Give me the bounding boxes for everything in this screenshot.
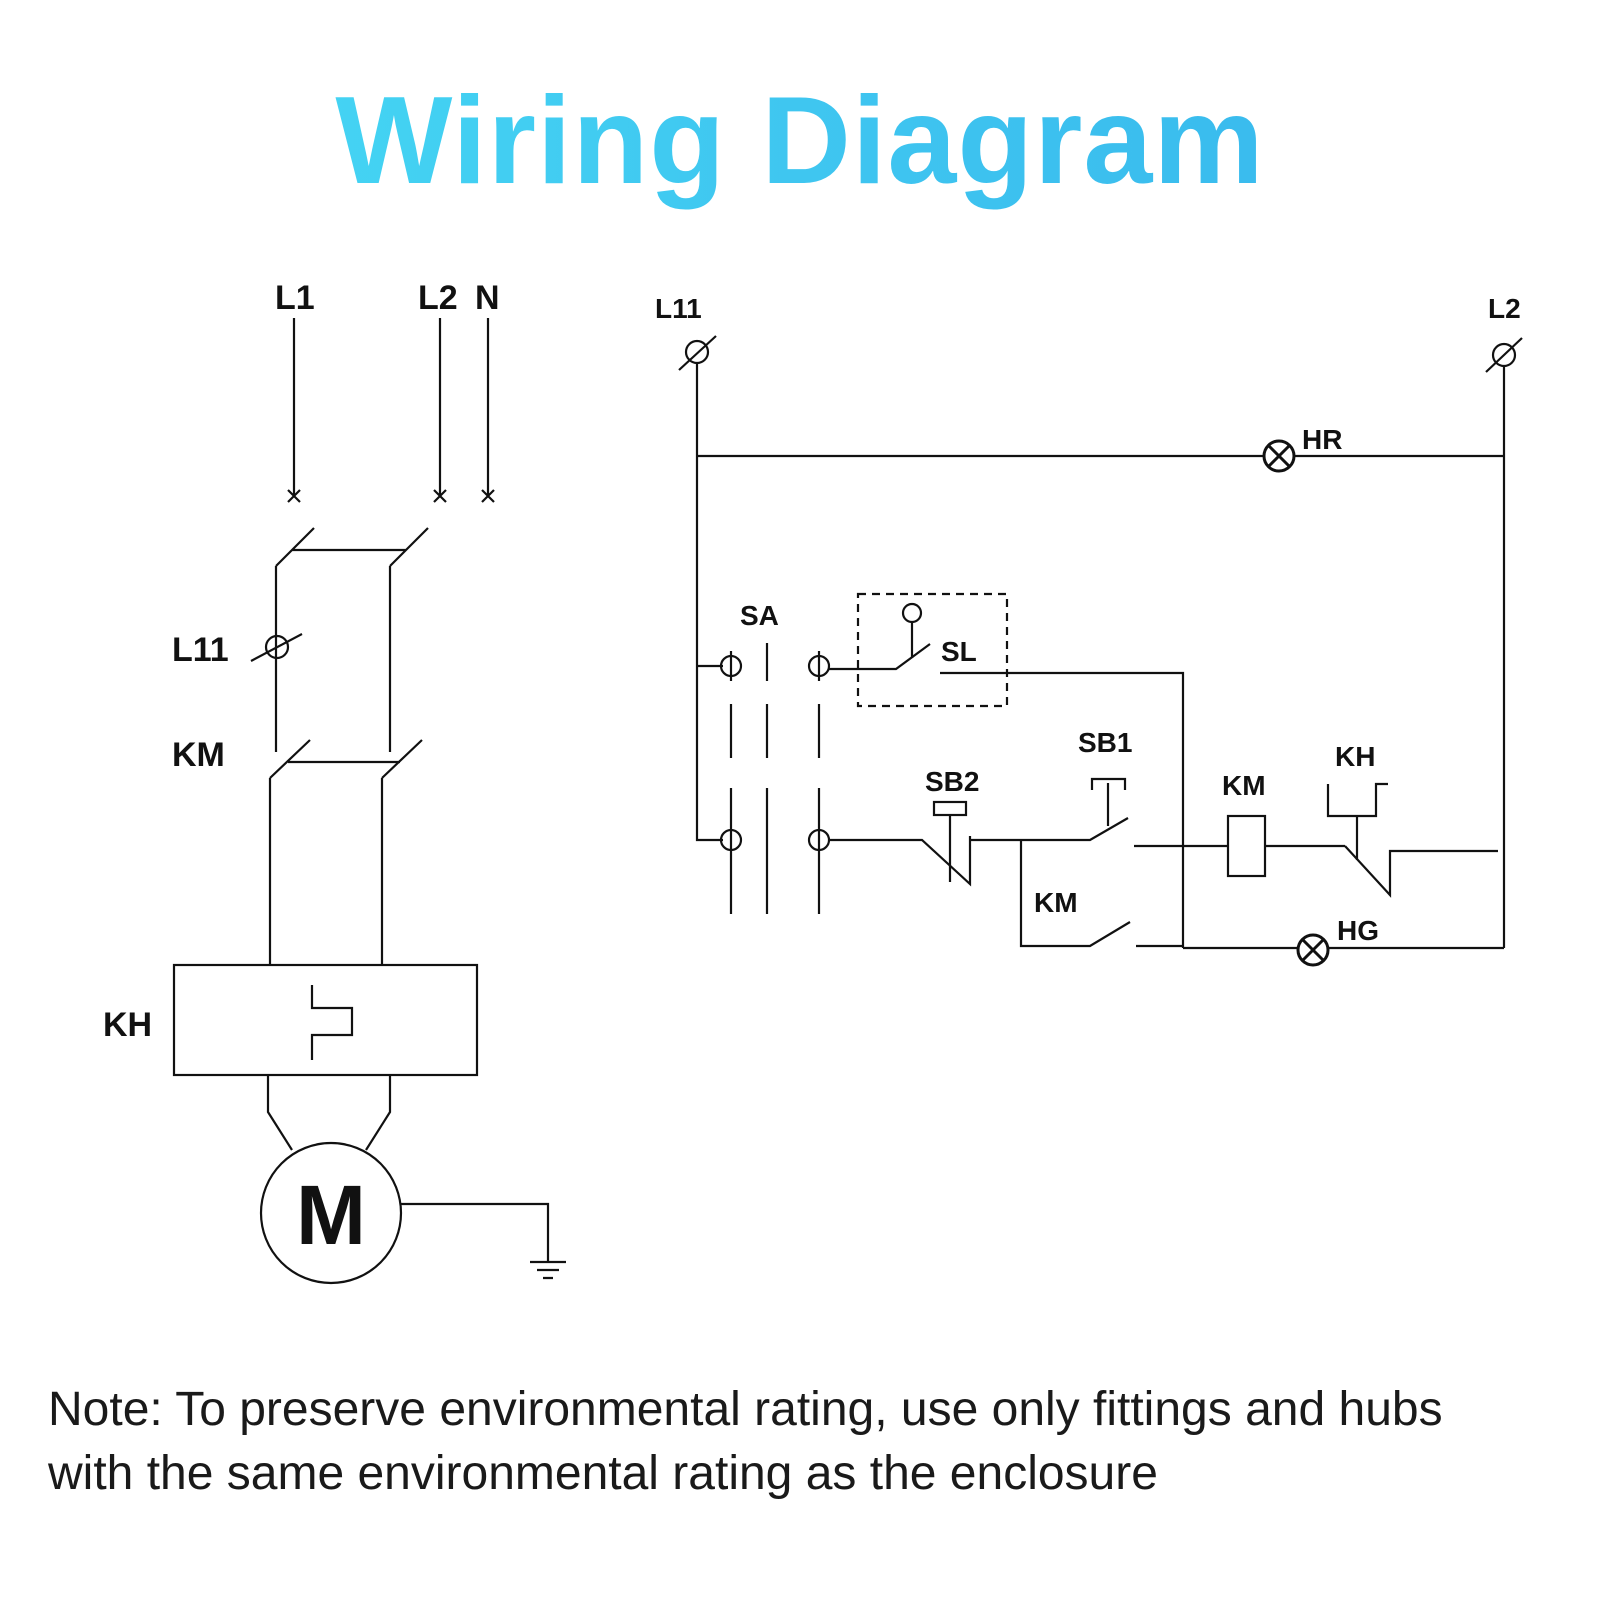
label-coil-km: KM bbox=[1222, 770, 1266, 801]
label-selector-sa: SA bbox=[740, 600, 779, 631]
n-line bbox=[481, 318, 495, 503]
supply-lines bbox=[287, 318, 495, 503]
l1-line bbox=[287, 318, 301, 503]
ground-symbol bbox=[401, 1202, 566, 1280]
label-stop-button-sb2: SB2 bbox=[925, 766, 979, 797]
contactor-coil-km bbox=[1183, 814, 1345, 878]
motor-feed-wiring bbox=[266, 1075, 392, 1151]
label-supply-l11: L11 bbox=[655, 293, 702, 324]
run-lamp-hr bbox=[1262, 439, 1296, 473]
motor-symbol bbox=[259, 1141, 403, 1285]
label-contactor-km: KM bbox=[172, 736, 225, 774]
label-fuse-l11: L11 bbox=[172, 631, 229, 669]
l2-line bbox=[433, 318, 447, 503]
start-button-sb1 bbox=[1021, 777, 1183, 848]
contactor-km-main-contacts bbox=[268, 739, 423, 965]
label-overload-contact-kh: KH bbox=[1335, 741, 1375, 772]
stop-lamp-hg bbox=[1183, 933, 1504, 967]
label-overload-kh: KH bbox=[103, 1006, 152, 1044]
note-line-2: with the same environmental rating as th… bbox=[48, 1447, 1158, 1500]
control-rails bbox=[695, 363, 1506, 948]
label-l1: L1 bbox=[275, 279, 315, 317]
power-wiring-upper bbox=[274, 566, 392, 752]
label-run-lamp-hr: HR bbox=[1302, 424, 1342, 455]
label-level-switch-sl: SL bbox=[941, 636, 977, 667]
overload-contact-kh bbox=[1326, 782, 1498, 898]
auxiliary-contact-km bbox=[1019, 840, 1183, 948]
label-n: N bbox=[475, 279, 500, 317]
fuse-l11-symbol bbox=[250, 633, 303, 662]
overload-relay-kh-box bbox=[172, 963, 479, 1077]
label-start-button-sb1: SB1 bbox=[1078, 727, 1132, 758]
label-stop-lamp-hg: HG bbox=[1337, 915, 1379, 946]
stop-button-sb2 bbox=[829, 800, 1021, 887]
page-title: Wiring Diagram bbox=[0, 66, 1600, 216]
level-switch-sl bbox=[829, 592, 1185, 948]
label-supply-l2: L2 bbox=[1488, 293, 1521, 324]
label-auxiliary-km: KM bbox=[1034, 887, 1078, 918]
label-l2: L2 bbox=[418, 279, 458, 317]
note-text: Note: To preserve environmental rating, … bbox=[48, 1378, 1568, 1506]
main-switch-symbol bbox=[275, 527, 429, 567]
selector-switch-sa bbox=[719, 643, 831, 914]
note-line-1: Note: To preserve environmental rating, … bbox=[48, 1383, 1443, 1436]
control-supply-terminals bbox=[678, 335, 1523, 373]
label-motor: M bbox=[296, 1168, 366, 1262]
